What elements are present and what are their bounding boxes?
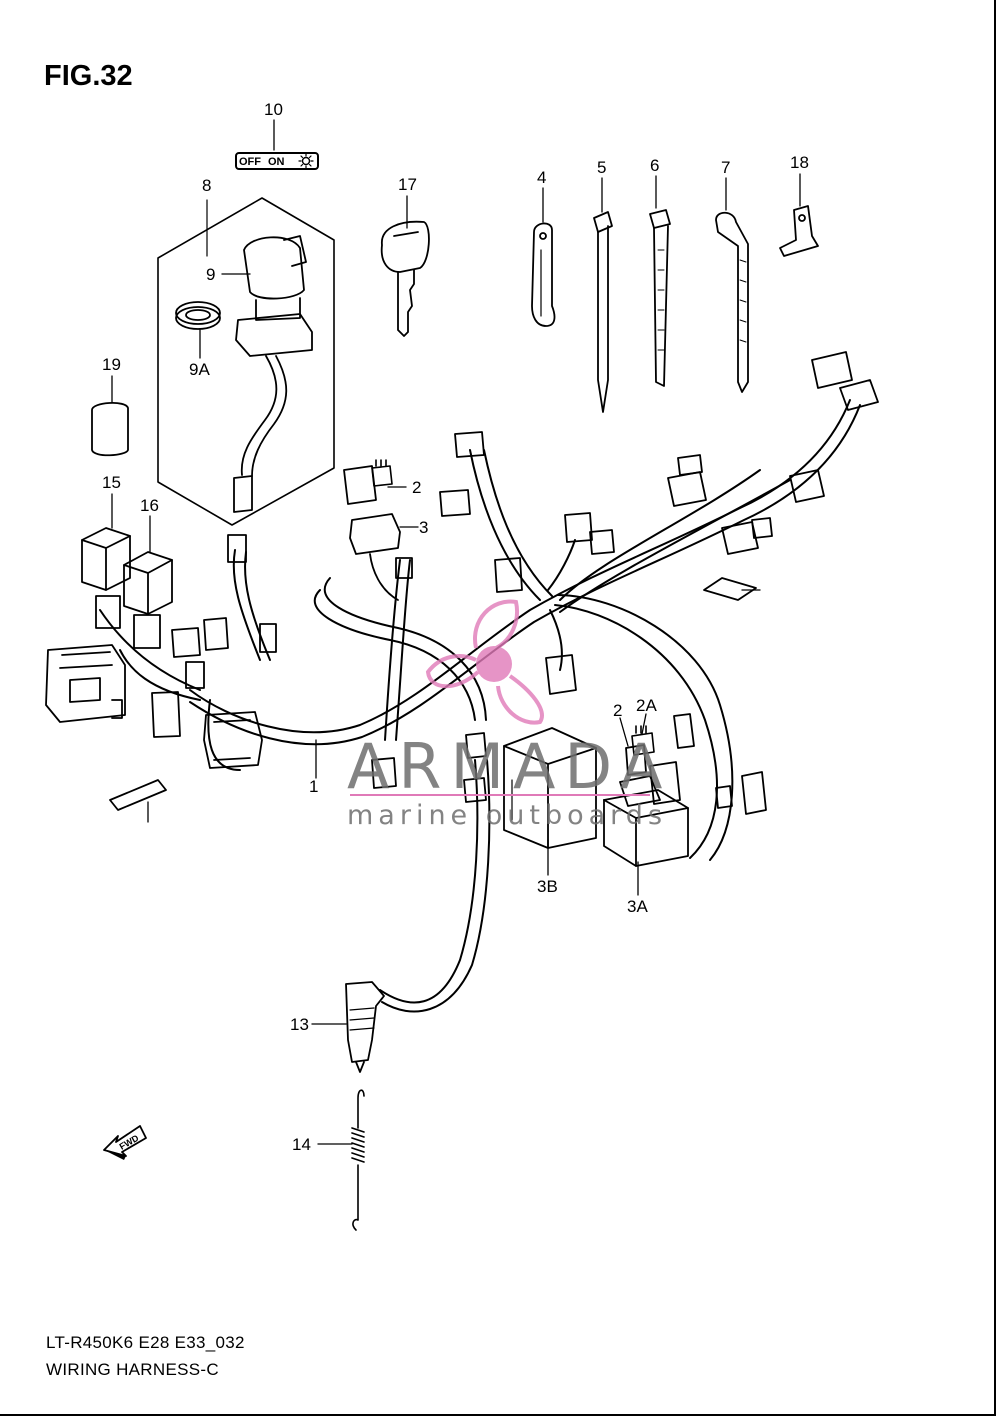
fuse-2A (631, 725, 655, 756)
callout-5: 5 (597, 158, 606, 177)
relay-13 (81, 527, 131, 591)
cable-band-6 (649, 209, 671, 387)
callout-labels: 10 8 17 4 5 6 7 18 9 9A 19 15 16 2 3 2 2… (102, 100, 809, 1154)
callout-2-upper: 2 (412, 478, 421, 497)
propeller-logo-icon (425, 599, 544, 725)
cable-tie-5 (593, 211, 613, 413)
light-icon (301, 156, 311, 166)
clamp-4 (531, 222, 556, 327)
main-harness (99, 399, 861, 1013)
callout-2A: 2A (636, 696, 657, 715)
spring-12 (351, 1089, 365, 1231)
ignition-switch (233, 235, 313, 513)
switch-off-label: OFF (239, 156, 261, 168)
callout-3-upper: 3 (419, 518, 428, 537)
clamp-7 (715, 211, 749, 393)
watermark-brand: ARMADA (347, 730, 672, 803)
pad-19 (109, 779, 167, 811)
leader-lines (111, 119, 801, 1145)
harness-connectors (45, 351, 879, 815)
clip-16 (779, 205, 819, 257)
ignition-switch-kit-outline (157, 197, 335, 526)
callout-9: 9 (206, 265, 215, 284)
figure-code: LT-R450K6 E28 E33_032 (46, 1333, 245, 1352)
callout-4: 4 (537, 168, 546, 187)
callout-12: 14 (292, 1135, 311, 1154)
callout-16: 18 (790, 153, 809, 172)
callout-9A: 9A (189, 360, 210, 379)
callout-7: 7 (721, 158, 730, 177)
callout-3B: 3B (537, 877, 558, 896)
figure-caption: WIRING HARNESS-C (46, 1360, 219, 1379)
watermark-tagline: marine outboards (347, 800, 668, 831)
callout-2-lower: 2 (613, 701, 622, 720)
fuse-holder-3-upper (343, 465, 401, 601)
switch-on-label: ON (268, 156, 285, 168)
callout-3A: 3A (627, 897, 648, 916)
pad-18 (703, 577, 757, 601)
fuse-box-cover-3B (503, 727, 597, 849)
switch-label-plate (235, 152, 319, 170)
cap-17 (91, 402, 129, 457)
nut-ring (175, 301, 221, 330)
callout-11: 13 (290, 1015, 309, 1034)
callout-1: 1 (309, 777, 318, 796)
callout-15: 17 (398, 175, 417, 194)
figure-title: FIG.32 (44, 60, 133, 92)
callout-14: 16 (140, 496, 159, 515)
callout-10: 10 (264, 100, 283, 119)
fuse-box-3A (603, 744, 689, 867)
callout-8: 8 (202, 176, 211, 195)
fuse-2-upper (371, 459, 393, 487)
callout-6: 6 (650, 156, 659, 175)
sensor-11 (345, 981, 385, 1073)
forward-arrow-icon: FWD (103, 1125, 147, 1160)
callout-17: 19 (102, 355, 121, 374)
callout-13: 15 (102, 473, 121, 492)
key (380, 220, 430, 337)
relay-14 (123, 551, 173, 615)
